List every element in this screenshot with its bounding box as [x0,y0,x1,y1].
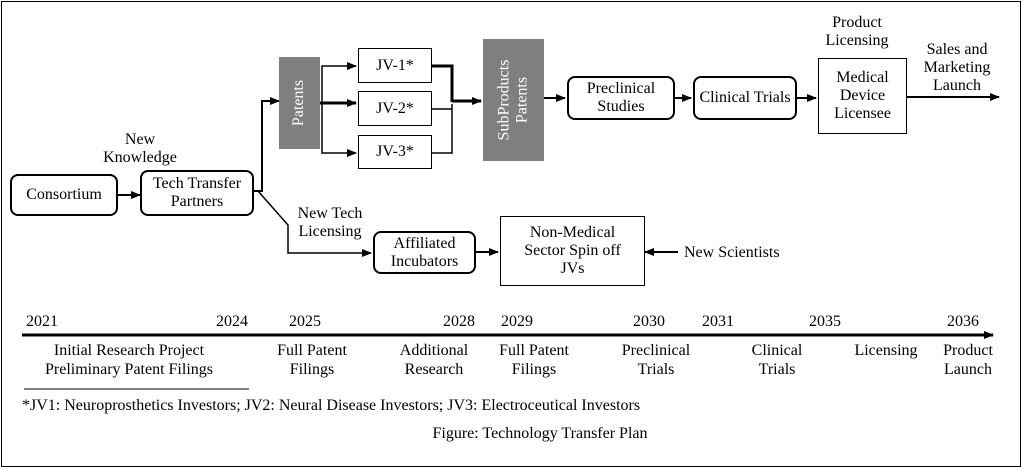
consortium-box: Consortium [10,174,118,216]
nonmedical-box: Non-Medical Sector Spin off JVs [500,216,645,286]
milestone-licensing: Licensing [854,342,918,359]
sales-marketing-label: Sales and Marketing Launch [923,41,991,94]
subproducts-label: SubProducts Patents [495,59,531,141]
new-scientists-label: New Scientists [684,244,780,261]
year-2035: 2035 [809,313,841,330]
new-knowledge-label: New Knowledge [103,131,177,166]
year-2030: 2030 [633,313,665,330]
milestone-product-launch: Product Launch [943,342,993,378]
figure-caption: Figure: Technology Transfer Plan [432,425,648,442]
subproducts-box: SubProducts Patents [483,39,544,161]
year-2031: 2031 [702,313,734,330]
new-tech-licensing-label: New Tech Licensing [297,205,363,240]
year-2024: 2024 [216,313,248,330]
arrow-tech-incubators [257,190,372,257]
arrow-tech-patents [254,97,280,192]
jv2-box: JV-2* [358,91,432,126]
arrow-patents-jv3 [321,103,357,157]
year-2036: 2036 [947,313,979,330]
clinical-trials-box: Clinical Trials [693,76,797,120]
milestone-preclinical: Preclinical Trials [621,342,691,378]
jv3-box: JV-3* [358,135,432,169]
jv1-box: JV-1* [358,48,432,83]
tech-transfer-box: Tech Transfer Partners [140,170,254,216]
year-2021: 2021 [26,313,58,330]
milestone-initial-research: Initial Research Project Preliminary Pat… [45,342,213,378]
patents-box: Patents [279,57,320,149]
year-2025: 2025 [289,313,321,330]
arrow-patents-jv1 [321,62,357,103]
preclinical-box: Preclinical Studies [567,76,675,120]
incubators-box: Affiliated Incubators [373,231,476,274]
footnote: *JV1: Neuroprosthetics Investors; JV2: N… [22,397,641,414]
year-2028: 2028 [443,313,475,330]
milestone-additional-research: Additional Research [399,342,469,378]
year-2029: 2029 [501,313,533,330]
licensee-box: Medical Device Licensee [818,58,907,134]
milestone-full-patent-1: Full Patent Filings [277,342,347,378]
product-licensing-label: Product Licensing [825,14,889,49]
milestone-full-patent-2: Full Patent Filings [499,342,569,378]
milestone-clinical: Clinical Trials [751,342,803,378]
patents-label: Patents [290,79,308,127]
